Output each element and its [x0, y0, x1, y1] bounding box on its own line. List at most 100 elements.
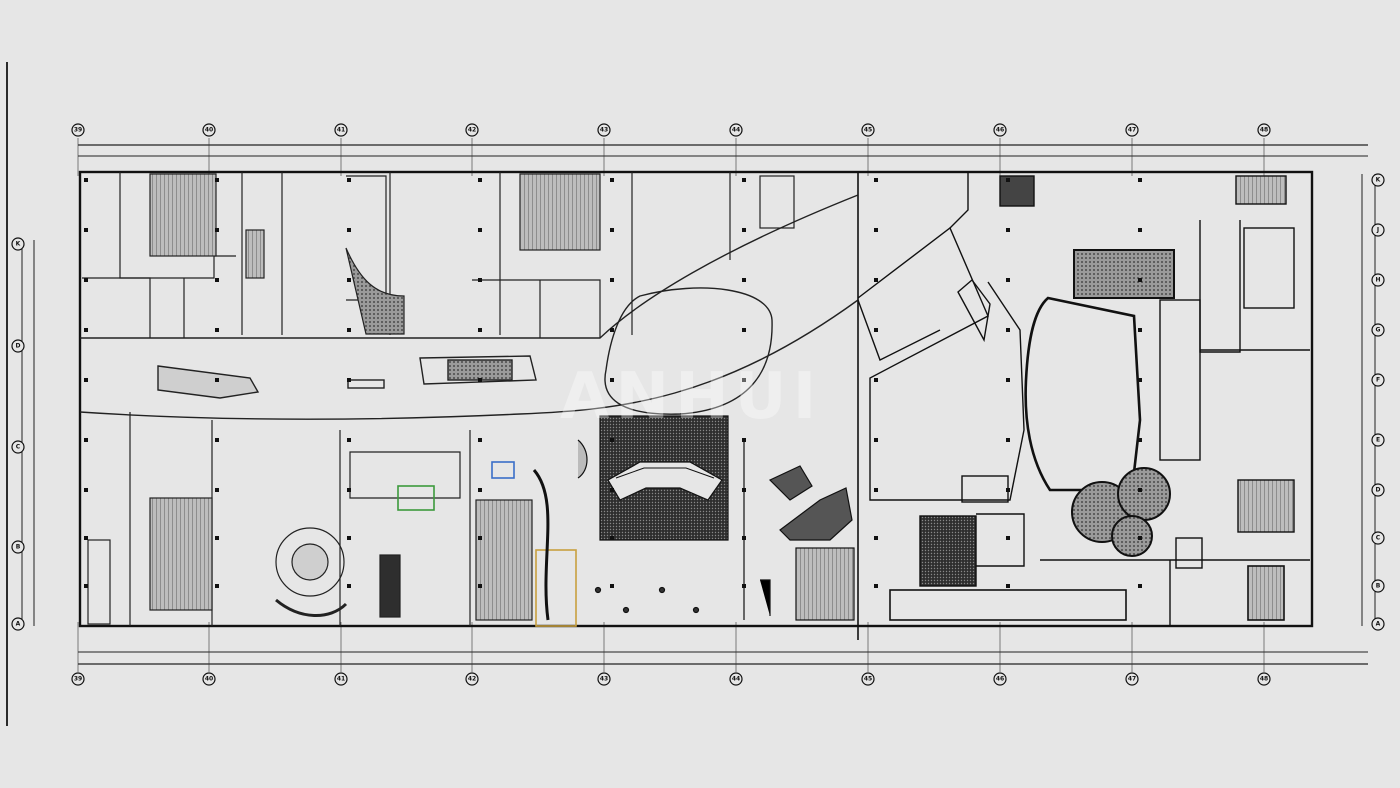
north-west-rooms [82, 172, 795, 338]
column [84, 278, 88, 282]
column [478, 328, 482, 332]
column [478, 178, 482, 182]
grid-bubble-right: E [1371, 433, 1385, 447]
grid-bubble-bottom: 48 [1257, 672, 1271, 686]
column [215, 178, 219, 182]
column [1138, 278, 1142, 282]
svg-text:48: 48 [1260, 676, 1268, 683]
south-west-rooms [87, 412, 577, 627]
column [1138, 378, 1142, 382]
column [610, 278, 614, 282]
grid-bubble-right: B [1371, 579, 1385, 593]
column [874, 178, 878, 182]
column [215, 536, 219, 540]
column [742, 228, 746, 232]
column [874, 328, 878, 332]
svg-text:B: B [16, 544, 21, 551]
svg-text:46: 46 [996, 127, 1004, 134]
svg-text:47: 47 [1128, 127, 1136, 134]
svg-text:44: 44 [732, 676, 740, 683]
structural-columns [84, 178, 1142, 588]
column [215, 438, 219, 442]
grid-bubble-bottom: 45 [861, 672, 875, 686]
grid-lines [77, 138, 1265, 672]
grid-bubble-bottom: 46 [993, 672, 1007, 686]
column [1006, 378, 1010, 382]
svg-text:41: 41 [337, 127, 345, 134]
grid-bubble-bottom: 44 [729, 672, 743, 686]
east-hall [857, 172, 1310, 626]
column [347, 278, 351, 282]
column [84, 378, 88, 382]
grid-bubble-top: 43 [597, 123, 611, 137]
svg-text:39: 39 [74, 127, 82, 134]
grid-bubble-right: H [1371, 273, 1385, 287]
grid-bubble-top: 40 [202, 123, 216, 137]
column [478, 536, 482, 540]
column [478, 488, 482, 492]
column [347, 584, 351, 588]
column [347, 178, 351, 182]
column [610, 178, 614, 182]
column [84, 584, 88, 588]
column [742, 178, 746, 182]
svg-text:C: C [16, 444, 21, 451]
svg-text:D: D [16, 343, 21, 350]
column [1138, 536, 1142, 540]
column [84, 536, 88, 540]
svg-text:B: B [1376, 583, 1381, 590]
column [874, 278, 878, 282]
grid-bubble-top: 39 [71, 123, 85, 137]
svg-text:H: H [1375, 277, 1380, 284]
column [215, 328, 219, 332]
svg-text:F: F [1376, 377, 1380, 384]
column [84, 488, 88, 492]
column [742, 378, 746, 382]
grid-bubble-bottom: 41 [334, 672, 348, 686]
column [215, 378, 219, 382]
grid-bubbles-top: 39 40 41 42 43 44 45 46 47 48 [71, 123, 1271, 137]
column [610, 536, 614, 540]
grid-bubbles-bottom: 39 40 41 42 43 44 45 46 47 48 [71, 672, 1271, 686]
column [215, 278, 219, 282]
svg-text:43: 43 [600, 127, 608, 134]
column [1006, 228, 1010, 232]
grid-bubble-left: B [11, 540, 25, 554]
svg-text:42: 42 [468, 127, 476, 134]
grid-bubble-bottom: 43 [597, 672, 611, 686]
grid-bubble-left: D [11, 339, 25, 353]
grid-bubble-top: 46 [993, 123, 1007, 137]
column [874, 228, 878, 232]
column [610, 228, 614, 232]
column [478, 584, 482, 588]
column [874, 584, 878, 588]
svg-text:A: A [1376, 621, 1381, 628]
column [478, 378, 482, 382]
column [610, 438, 614, 442]
column [215, 228, 219, 232]
column [347, 228, 351, 232]
column [1006, 438, 1010, 442]
column [1006, 328, 1010, 332]
column [478, 278, 482, 282]
grid-bubble-right: D [1371, 483, 1385, 497]
watermark-text: ANHUI [560, 360, 822, 434]
svg-text:44: 44 [732, 127, 740, 134]
column [1006, 278, 1010, 282]
column [742, 438, 746, 442]
column [347, 328, 351, 332]
grid-bubble-bottom: 40 [202, 672, 216, 686]
dimension-lines [21, 144, 1376, 665]
grid-bubble-right: C [1371, 531, 1385, 545]
grid-bubble-top: 41 [334, 123, 348, 137]
column [1138, 438, 1142, 442]
svg-text:C: C [1376, 535, 1381, 542]
column [874, 438, 878, 442]
svg-text:39: 39 [74, 676, 82, 683]
column [874, 488, 878, 492]
svg-text:43: 43 [600, 676, 608, 683]
svg-text:D: D [1376, 487, 1381, 494]
outer-wall [78, 170, 1314, 640]
grid-bubbles-right: K J H G F E D C B A [1371, 173, 1385, 631]
column [215, 584, 219, 588]
